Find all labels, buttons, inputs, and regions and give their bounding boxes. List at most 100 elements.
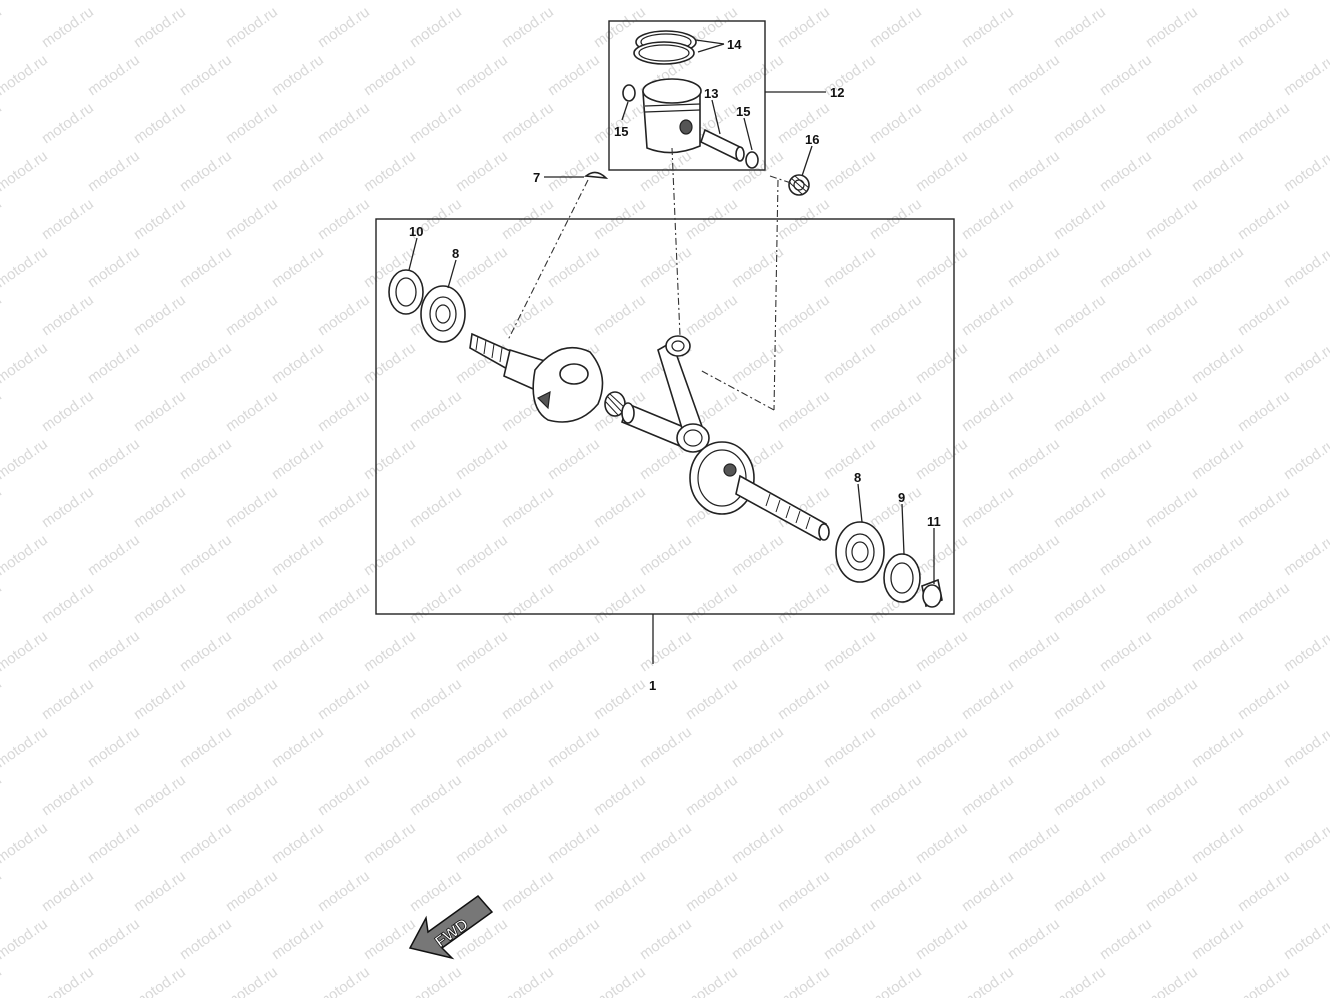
watermark-text: motod.ru xyxy=(545,723,603,771)
watermark-text: motod.ru xyxy=(637,915,695,963)
watermark-text: motod.ru xyxy=(1189,915,1247,963)
watermark-text: motod.ru xyxy=(177,339,235,387)
crankshaft-left-half xyxy=(469,332,604,423)
watermark-text: motod.ru xyxy=(315,387,373,435)
watermark-text: motod.ru xyxy=(0,195,5,243)
assembly-lines xyxy=(507,147,795,411)
callout-7: 7 xyxy=(533,170,540,185)
watermark-text: motod.ru xyxy=(1143,291,1201,339)
watermark-text: motod.ru xyxy=(775,867,833,915)
watermark-text: motod.ru xyxy=(637,819,695,867)
watermark-text: motod.ru xyxy=(913,243,971,291)
watermark-text: motod.ru xyxy=(1097,915,1155,963)
watermark-text: motod.ru xyxy=(315,195,373,243)
watermark-text: motod.ru xyxy=(1143,3,1201,51)
watermark-text: motod.ru xyxy=(269,627,327,675)
watermark-text: motod.ru xyxy=(1189,147,1247,195)
watermark-text: motod.ru xyxy=(315,483,373,531)
watermark-text: motod.ru xyxy=(1327,771,1330,819)
watermark-text: motod.ru xyxy=(315,867,373,915)
watermark-text: motod.ru xyxy=(39,771,97,819)
watermark-text: motod.ru xyxy=(453,0,511,3)
watermark-text: motod.ru xyxy=(775,771,833,819)
watermark-text: motod.ru xyxy=(269,723,327,771)
watermark-text: motod.ru xyxy=(0,531,51,579)
watermark-text: motod.ru xyxy=(1327,675,1330,723)
watermark-text: motod.ru xyxy=(499,867,557,915)
watermark-text: motod.ru xyxy=(453,51,511,99)
collar xyxy=(921,578,943,608)
watermark-text: motod.ru xyxy=(177,147,235,195)
watermark-text: motod.ru xyxy=(1235,867,1293,915)
watermark-text: motod.ru xyxy=(223,867,281,915)
watermark-text: motod.ru xyxy=(361,51,419,99)
watermark-text: motod.ru xyxy=(0,627,51,675)
watermark-text: motod.ru xyxy=(39,99,97,147)
watermark-text: motod.ru xyxy=(729,0,787,3)
watermark-text: motod.ru xyxy=(223,3,281,51)
watermark-text: motod.ru xyxy=(1097,0,1155,3)
callout-12: 12 xyxy=(830,85,844,100)
watermark-text: motod.ru xyxy=(85,51,143,99)
watermark-text: motod.ru xyxy=(407,675,465,723)
watermark-text: motod.ru xyxy=(1281,915,1330,963)
watermark-text: motod.ru xyxy=(821,915,879,963)
watermark-text: motod.ru xyxy=(591,291,649,339)
watermark-text: motod.ru xyxy=(85,819,143,867)
watermark-text: motod.ru xyxy=(1051,99,1109,147)
callout-11: 11 xyxy=(927,514,941,529)
watermark-text: motod.ru xyxy=(223,291,281,339)
watermark-text: motod.ru xyxy=(1235,675,1293,723)
watermark-text: motod.ru xyxy=(1143,195,1201,243)
watermark-text: motod.ru xyxy=(1327,579,1330,627)
watermark-text: motod.ru xyxy=(913,339,971,387)
watermark-text: motod.ru xyxy=(1005,339,1063,387)
watermark-text: motod.ru xyxy=(0,675,5,723)
watermark-text: motod.ru xyxy=(1143,963,1201,998)
watermark-text: motod.ru xyxy=(453,243,511,291)
watermark-text: motod.ru xyxy=(867,675,925,723)
watermark-text: motod.ru xyxy=(85,435,143,483)
watermark-text: motod.ru xyxy=(1143,771,1201,819)
piston-kit-frame xyxy=(608,20,766,171)
watermark-text: motod.ru xyxy=(545,819,603,867)
watermark-text: motod.ru xyxy=(1189,243,1247,291)
watermark-text: motod.ru xyxy=(223,675,281,723)
watermark-text: motod.ru xyxy=(1097,531,1155,579)
watermark-text: motod.ru xyxy=(315,771,373,819)
watermark-text: motod.ru xyxy=(85,0,143,3)
watermark-text: motod.ru xyxy=(315,99,373,147)
watermark-text: motod.ru xyxy=(177,51,235,99)
piston-pin xyxy=(700,128,745,162)
watermark-text: motod.ru xyxy=(545,0,603,3)
watermark-text: motod.ru xyxy=(453,819,511,867)
watermark-text: motod.ru xyxy=(1051,483,1109,531)
watermark-text: motod.ru xyxy=(959,195,1017,243)
watermark-text: motod.ru xyxy=(1281,0,1330,3)
watermark-text: motod.ru xyxy=(1143,579,1201,627)
watermark-text: motod.ru xyxy=(315,963,373,998)
watermark-text: motod.ru xyxy=(1005,147,1063,195)
watermark-text: motod.ru xyxy=(775,3,833,51)
watermark-text: motod.ru xyxy=(959,579,1017,627)
watermark-text: motod.ru xyxy=(1235,579,1293,627)
watermark-text: motod.ru xyxy=(0,339,51,387)
watermark-text: motod.ru xyxy=(85,339,143,387)
watermark-text: motod.ru xyxy=(959,867,1017,915)
watermark-text: motod.ru xyxy=(1281,435,1330,483)
watermark-text: motod.ru xyxy=(131,675,189,723)
watermark-text: motod.ru xyxy=(269,915,327,963)
watermark-text: motod.ru xyxy=(85,243,143,291)
watermark-text: motod.ru xyxy=(913,819,971,867)
watermark-text: motod.ru xyxy=(867,99,925,147)
watermark-text: motod.ru xyxy=(177,723,235,771)
watermark-text: motod.ru xyxy=(39,387,97,435)
callout-15-left: 15 xyxy=(614,124,628,139)
watermark-text: motod.ru xyxy=(775,291,833,339)
watermark-text: motod.ru xyxy=(1051,195,1109,243)
watermark-text: motod.ru xyxy=(821,723,879,771)
watermark-text: motod.ru xyxy=(1097,243,1155,291)
watermark-text: motod.ru xyxy=(1281,147,1330,195)
watermark-text: motod.ru xyxy=(821,243,879,291)
watermark-text: motod.ru xyxy=(1005,531,1063,579)
